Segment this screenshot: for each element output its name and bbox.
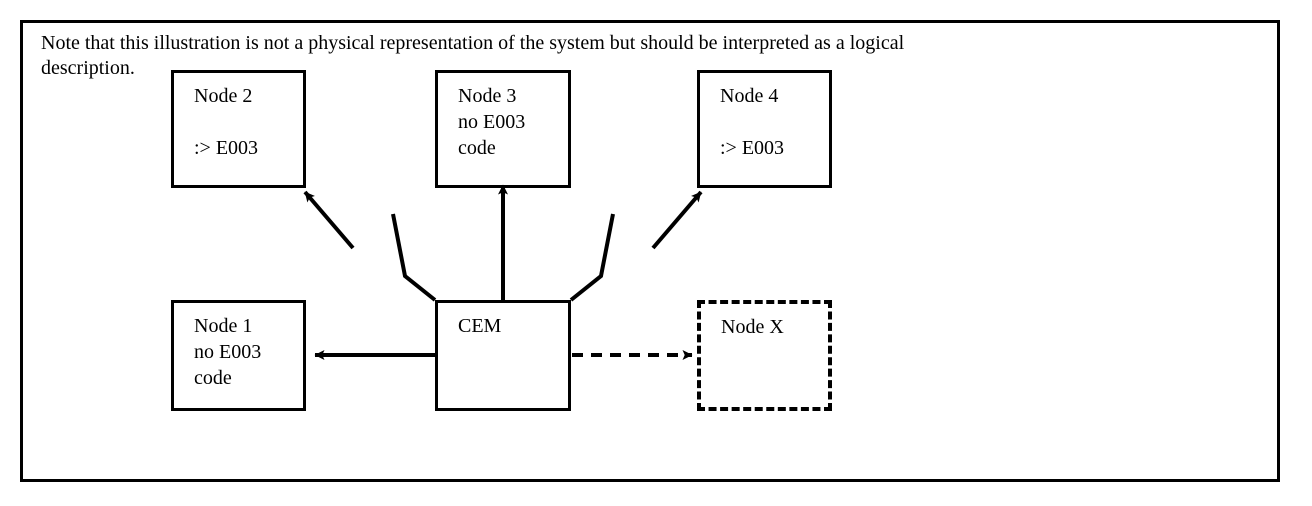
node-box-node-1[interactable]: Node 1 no E003 code xyxy=(171,300,306,411)
node-box-node-2[interactable]: Node 2 :> E003 xyxy=(171,70,306,188)
node-box-node-4[interactable]: Node 4 :> E003 xyxy=(697,70,832,188)
node-box-node-3[interactable]: Node 3 no E003 code xyxy=(435,70,571,188)
connector-cem-to-node-2 xyxy=(303,190,437,302)
node-1-title: Node 1 xyxy=(194,315,253,337)
node-1-line-2: no E003 xyxy=(194,341,262,363)
node-4-spacer xyxy=(720,109,829,135)
node-x-title: Node X xyxy=(721,316,784,338)
node-box-node-x[interactable]: Node X xyxy=(697,300,832,411)
node-3-line-3: code xyxy=(458,137,496,159)
node-1-line-3: code xyxy=(194,367,232,389)
node-2-title: Node 2 xyxy=(194,85,253,107)
figure-note-text: Note that this illustration is not a phy… xyxy=(41,32,905,79)
node-2-spacer xyxy=(194,109,303,135)
node-2-code-line: :> E003 xyxy=(194,137,259,159)
connector-cem-to-node-4 xyxy=(569,190,703,302)
node-3-line-2: no E003 xyxy=(458,111,526,133)
cem-title: CEM xyxy=(458,315,502,337)
node-4-title: Node 4 xyxy=(720,85,779,107)
node-3-title: Node 3 xyxy=(458,85,517,107)
node-4-code-line: :> E003 xyxy=(720,137,785,159)
node-box-cem[interactable]: CEM xyxy=(435,300,571,411)
figure-frame: Note that this illustration is not a phy… xyxy=(20,20,1280,482)
